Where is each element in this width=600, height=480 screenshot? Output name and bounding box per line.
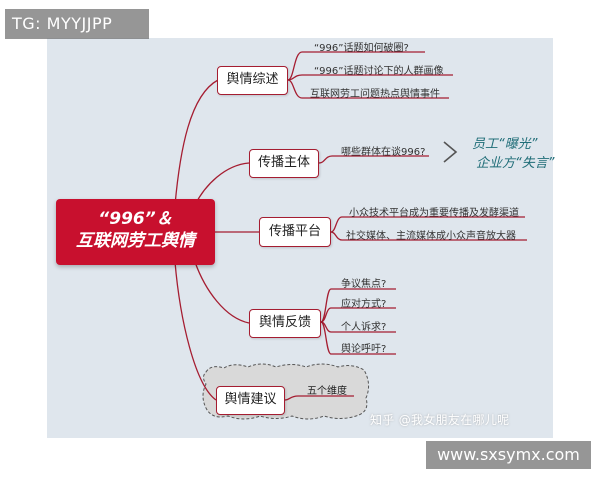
- central-topic-line1: “996”＆: [98, 209, 173, 229]
- watermark-zhihu: 知乎 @我女朋友在哪儿呢: [370, 413, 510, 427]
- leaf-overview-2: “996”话题讨论下的人群画像: [314, 66, 444, 77]
- leaf-overview-3: 互联网劳工问题热点舆情事件: [310, 89, 440, 100]
- central-topic-line2: 互联网劳工舆情: [76, 231, 195, 251]
- annotation-employee-exposure: 员工“曝光”: [472, 137, 538, 152]
- annotation-chevron: [443, 141, 458, 163]
- branch-opinion-feedback: 舆情反馈: [249, 309, 321, 338]
- leaf-platform-2: 社交媒体、主流媒体成小众声音放大器: [346, 231, 516, 242]
- watermark-top-left: TG: MYYJJPP: [5, 9, 149, 39]
- leaf-feedback-1: 争议焦点?: [341, 279, 387, 290]
- leaf-actors-1: 哪些群体在谈996?: [341, 147, 426, 158]
- branch-propagation-actors: 传播主体: [249, 149, 319, 178]
- leaf-overview-1: “996”话题如何破圈?: [314, 43, 409, 54]
- leaf-suggestions-1: 五个维度: [307, 386, 347, 397]
- leaf-feedback-2: 应对方式?: [341, 299, 387, 310]
- line-center-feedback: [194, 261, 250, 324]
- line-center-suggestions: [174, 261, 217, 401]
- watermark-bottom-right: www.sxsymx.com: [426, 441, 591, 469]
- leaf-feedback-3: 个人诉求?: [341, 322, 387, 333]
- branch-opinion-suggestions: 舆情建议: [216, 386, 285, 415]
- branch-propagation-platforms: 传播平台: [259, 217, 331, 247]
- line-center-overview: [174, 79, 219, 206]
- leaf-platform-1: 小众技术平台成为重要传播及发酵渠道: [349, 208, 519, 219]
- central-topic: “996”＆ 互联网劳工舆情: [56, 199, 215, 265]
- branch-opinion-overview: 舆情综述: [217, 66, 288, 95]
- leaf-feedback-4: 舆论呼吁?: [341, 344, 387, 355]
- annotation-company-misspeak: 企业方“失言”: [476, 156, 555, 171]
